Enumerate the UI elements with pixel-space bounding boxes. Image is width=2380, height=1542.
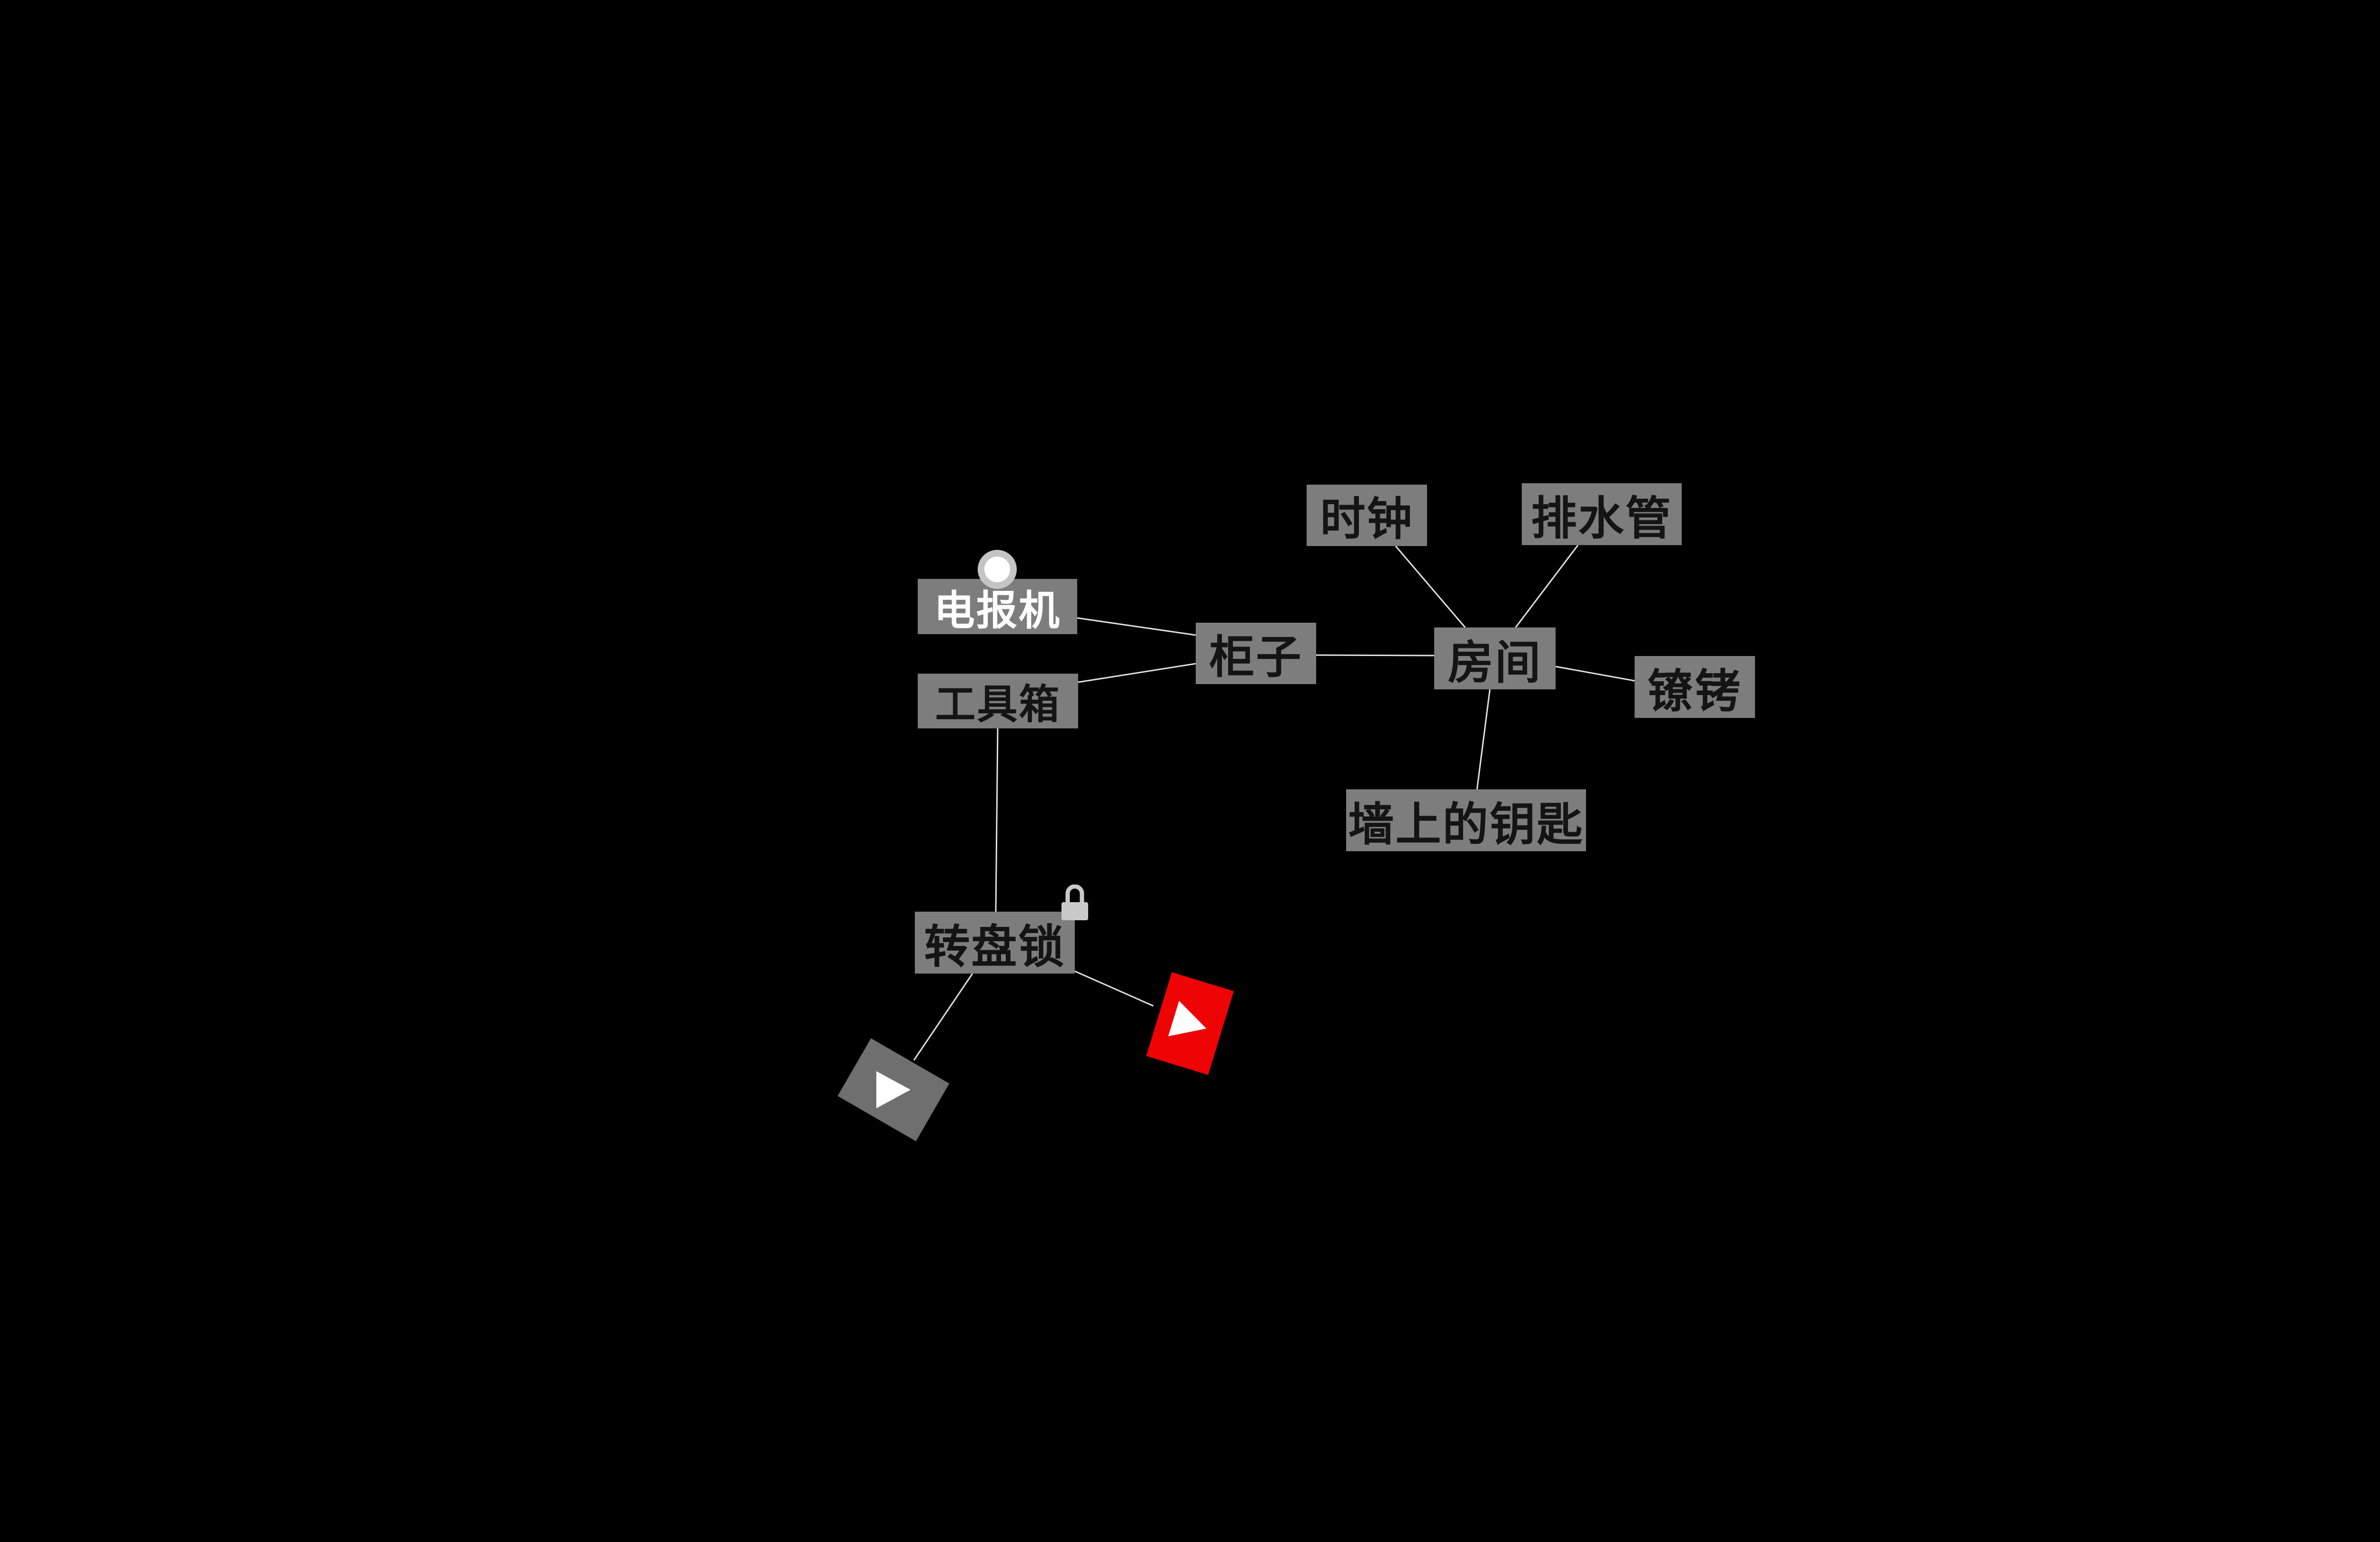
graph-node-dial-lock[interactable]: 转盘锁	[915, 912, 1075, 974]
graph-node-wall-key[interactable]: 墙上的钥匙	[1346, 789, 1586, 851]
edge-drainpipe-room	[1515, 545, 1579, 628]
graph-node-clock[interactable]: 时钟	[1307, 485, 1427, 546]
video-node-red-video[interactable]	[1146, 972, 1234, 1075]
edge-cabinet-room	[1316, 654, 1435, 657]
edge-dial-lock-gray-video	[913, 973, 973, 1061]
graph-node-shackles[interactable]: 镣铐	[1635, 656, 1755, 718]
edge-telegraph-cabinet	[1077, 617, 1196, 636]
lock-icon	[1061, 885, 1088, 920]
pin-marker-icon	[978, 550, 1017, 589]
graph-node-cabinet[interactable]: 柜子	[1196, 623, 1316, 684]
edge-dial-lock-red-video	[1074, 970, 1154, 1007]
play-icon	[876, 1071, 911, 1108]
graph-node-toolbox[interactable]: 工具箱	[918, 674, 1078, 728]
edge-room-wall-key	[1476, 689, 1491, 790]
edge-toolbox-cabinet	[1078, 663, 1196, 683]
graph-node-room[interactable]: 房间	[1434, 627, 1556, 689]
edge-clock-room	[1395, 546, 1466, 628]
edge-room-shackles	[1555, 666, 1635, 682]
graph-node-drainpipe[interactable]: 排水管	[1522, 483, 1682, 545]
edge-toolbox-dial-lock	[995, 728, 999, 912]
video-node-gray-video[interactable]	[837, 1038, 950, 1142]
play-icon	[1168, 1001, 1212, 1046]
